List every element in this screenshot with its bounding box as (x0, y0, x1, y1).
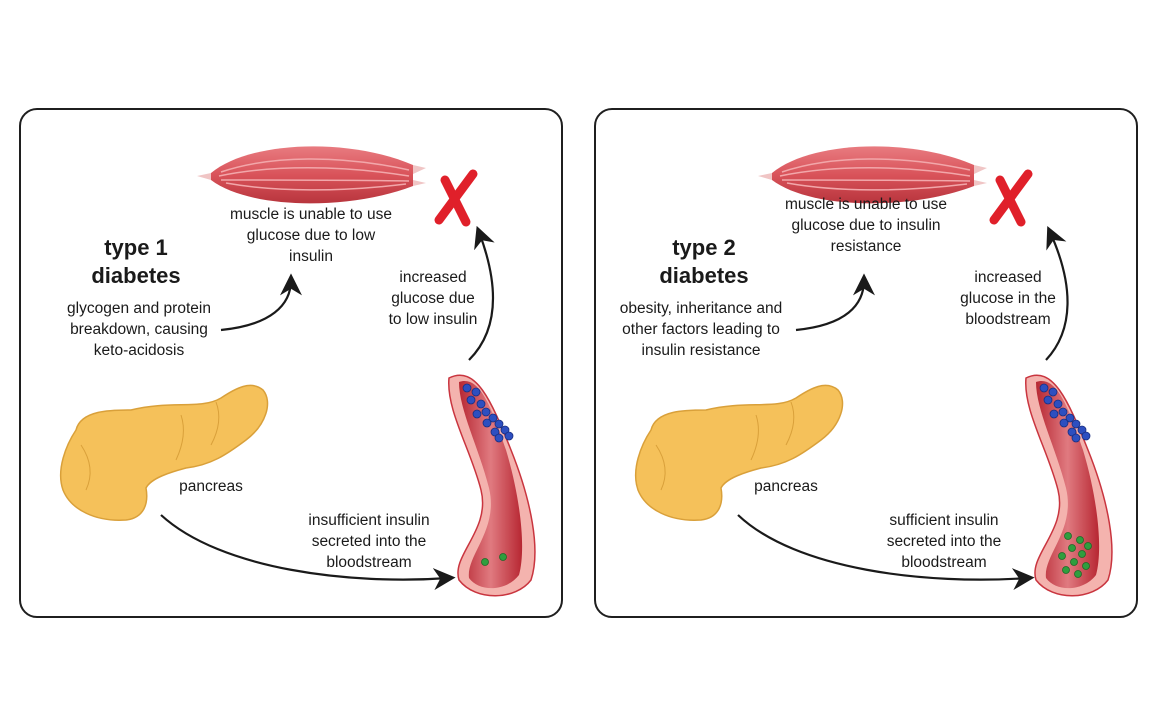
diagram-title: type 2 diabetes (659, 235, 749, 288)
insulin-molecules (1058, 532, 1092, 578)
muscle-label: muscle is unable to use glucose due to l… (230, 206, 392, 265)
glucose-label: increased glucose due to low insulin (388, 269, 478, 328)
insulin-label: insufficient insulin secreted into the b… (308, 512, 430, 571)
pancreas-icon (59, 384, 269, 521)
muscle-icon (197, 146, 426, 204)
blood-vessel-icon (1025, 374, 1113, 597)
arrow-pancreas-to-vessel (160, 514, 456, 591)
cross-icon (434, 169, 478, 227)
type-2-panel: type 2 diabetes obesity, inheritance and… (594, 108, 1138, 618)
type-1-panel: type 1 diabetes glycogen and protein bre… (19, 108, 563, 618)
insulin-molecules (481, 553, 507, 566)
type-2-illustration (634, 146, 1113, 597)
pancreas-label: pancreas (754, 478, 818, 495)
cause-label: glycogen and protein breakdown, causing … (67, 300, 211, 359)
type-1-illustration (59, 146, 536, 597)
diagram-title: type 1 diabetes (91, 235, 181, 288)
arrow-vessel-to-cross (468, 225, 495, 361)
pancreas-icon (634, 384, 844, 521)
blood-vessel-icon (448, 374, 536, 597)
arrow-vessel-to-cross (1045, 225, 1069, 361)
muscle-label: muscle is unable to use glucose due to i… (785, 196, 947, 255)
pancreas-label: pancreas (179, 478, 243, 495)
cause-label: obesity, inheritance and other factors l… (619, 300, 783, 359)
insulin-label: sufficient insulin secreted into the blo… (886, 512, 1002, 571)
arrow-cause-to-muscle (795, 273, 875, 332)
arrow-cause-to-muscle (220, 273, 302, 332)
arrow-pancreas-to-vessel (737, 514, 1035, 591)
glucose-label: increased glucose in the bloodstream (960, 269, 1056, 328)
glucose-molecules (462, 383, 514, 443)
glucose-molecules (1039, 383, 1091, 443)
muscle-icon (758, 146, 987, 204)
cross-icon (989, 169, 1033, 227)
